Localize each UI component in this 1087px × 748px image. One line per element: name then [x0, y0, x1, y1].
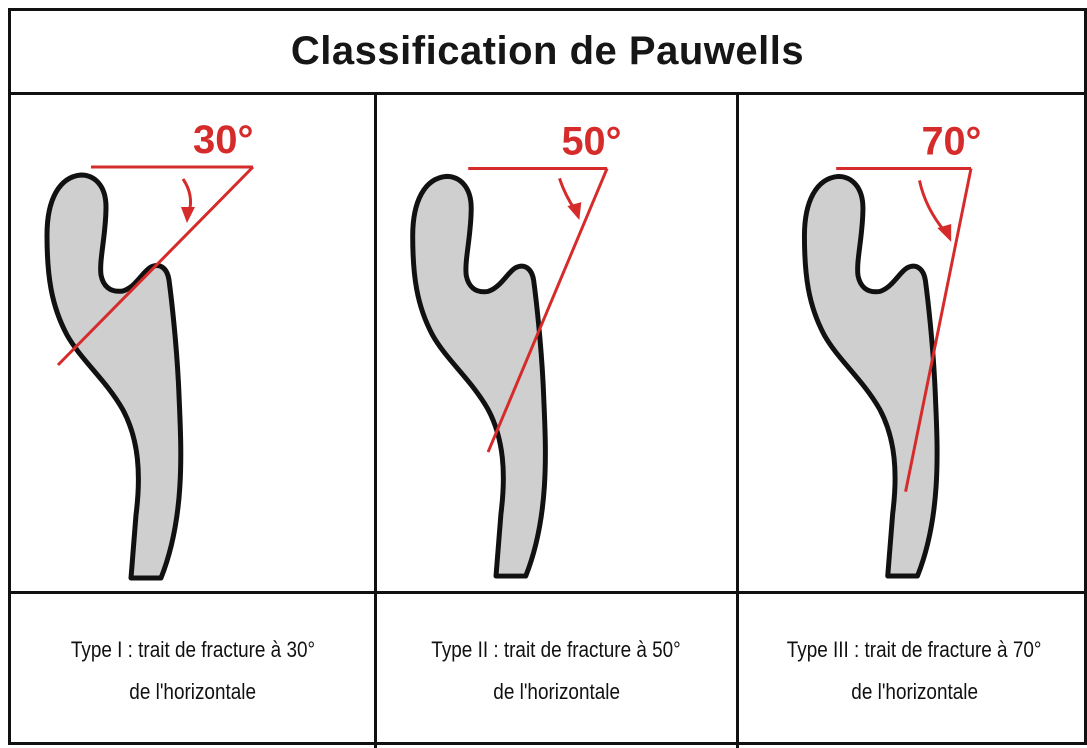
femur-outline — [804, 176, 937, 576]
panel-type-3: 70° Type III : trait de fracture à 70° d… — [736, 95, 1087, 748]
caption-type-3: Type III : trait de fracture à 70° de l'… — [739, 591, 1087, 748]
diagram-frame: Classification de Pauwells 30° Type I : … — [8, 8, 1087, 745]
caption-line-2: de l'horizontale — [493, 671, 620, 713]
caption-line-1: Type III : trait de fracture à 70° — [787, 629, 1042, 671]
femur-figure-type-1: 30° — [11, 95, 374, 591]
caption-line-1: Type I : trait de fracture à 30° — [70, 629, 314, 671]
femur-outline — [47, 175, 181, 578]
angle-label: 50° — [561, 120, 621, 164]
caption-line-2: de l'horizontale — [851, 671, 978, 713]
angle-label: 30° — [193, 118, 254, 162]
femur-figure-type-3: 70° — [739, 95, 1087, 591]
femur-figure-type-2: 50° — [377, 95, 736, 591]
caption-type-1: Type I : trait de fracture à 30° de l'ho… — [11, 591, 374, 748]
diagram-title: Classification de Pauwells — [11, 11, 1084, 95]
caption-type-2: Type II : trait de fracture à 50° de l'h… — [377, 591, 736, 748]
panel-type-1: 30° Type I : trait de fracture à 30° de … — [11, 95, 374, 748]
panel-type-2: 50° Type II : trait de fracture à 50° de… — [374, 95, 736, 748]
arrowhead-icon — [181, 207, 195, 223]
caption-line-1: Type II : trait de fracture à 50° — [432, 629, 681, 671]
femur-outline — [413, 176, 546, 576]
caption-line-2: de l'horizontale — [129, 671, 256, 713]
angle-label: 70° — [921, 120, 981, 164]
angle-arrow-icon — [919, 180, 945, 232]
arrowhead-icon — [567, 202, 581, 220]
